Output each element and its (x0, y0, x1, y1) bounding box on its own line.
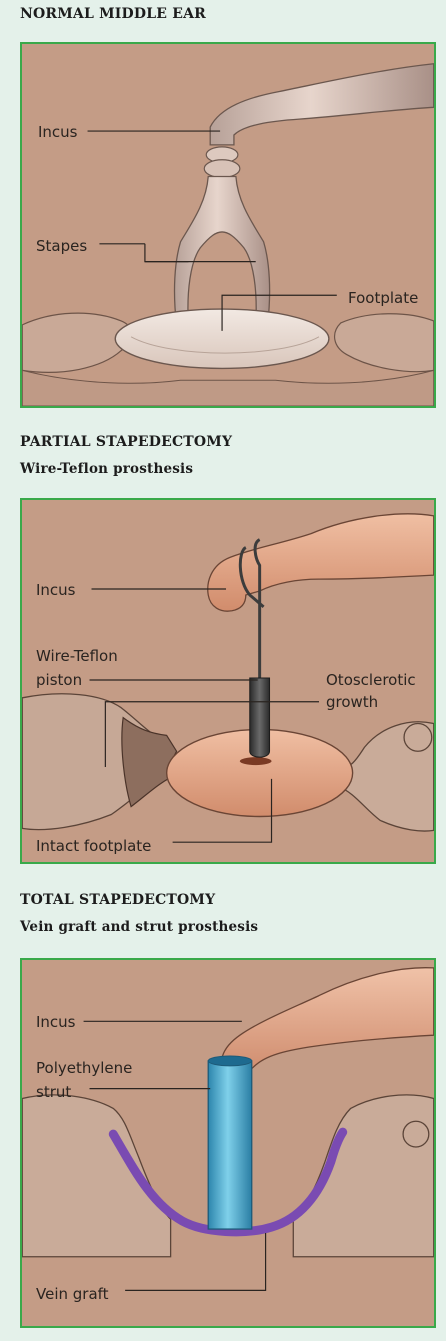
partial-stapedectomy-illustration (22, 513, 434, 843)
panel-total-stapedectomy: Incus Polyethylene strut Vein graft (20, 958, 436, 1328)
stapes-bone (173, 175, 271, 326)
incus-bone (221, 967, 434, 1075)
label-piston-line2: piston (36, 671, 83, 689)
panel-2-title: PARTIAL STAPEDECTOMY (20, 434, 233, 450)
polyethylene-strut (207, 1060, 253, 1230)
otosclerotic-growth (121, 716, 178, 808)
label-incus: Incus (36, 1013, 76, 1031)
panel-partial-stapedectomy: Incus Wire-Teflon piston Otosclerotic gr… (20, 498, 436, 864)
panel-3-title: TOTAL STAPEDECTOMY (20, 892, 216, 908)
tissue-left (22, 312, 132, 373)
incus-bone (209, 63, 434, 146)
label-footplate: Footplate (348, 289, 419, 307)
panel-3-subtitle: Vein graft and strut prosthesis (20, 919, 259, 935)
label-vein-graft: Vein graft (36, 1285, 109, 1303)
tissue-right (292, 1094, 434, 1258)
teflon-piston (249, 677, 271, 758)
tissue-right (334, 313, 434, 373)
label-incus: Incus (36, 581, 76, 599)
vein-graft (108, 1127, 348, 1237)
label-growth-line1: Otosclerotic (326, 671, 416, 689)
label-stapes: Stapes (36, 237, 88, 255)
label-strut-line1: Polyethylene (36, 1059, 133, 1077)
normal-ear-illustration (22, 63, 434, 406)
label-growth-line2: growth (326, 693, 379, 711)
incus-bone (207, 513, 434, 612)
panel-normal-middle-ear: Incus Stapes Footplate (20, 42, 436, 408)
tissue-left (22, 1094, 172, 1258)
label-intact-footplate: Intact footplate (36, 837, 152, 855)
panel-2-subtitle: Wire-Teflon prosthesis (20, 461, 194, 477)
panel-1-title: NORMAL MIDDLE EAR (20, 6, 206, 22)
label-piston-line1: Wire-Teflon (36, 647, 118, 665)
label-incus: Incus (38, 123, 78, 141)
label-strut-line2: strut (36, 1083, 72, 1101)
total-stapedectomy-illustration (22, 967, 434, 1291)
